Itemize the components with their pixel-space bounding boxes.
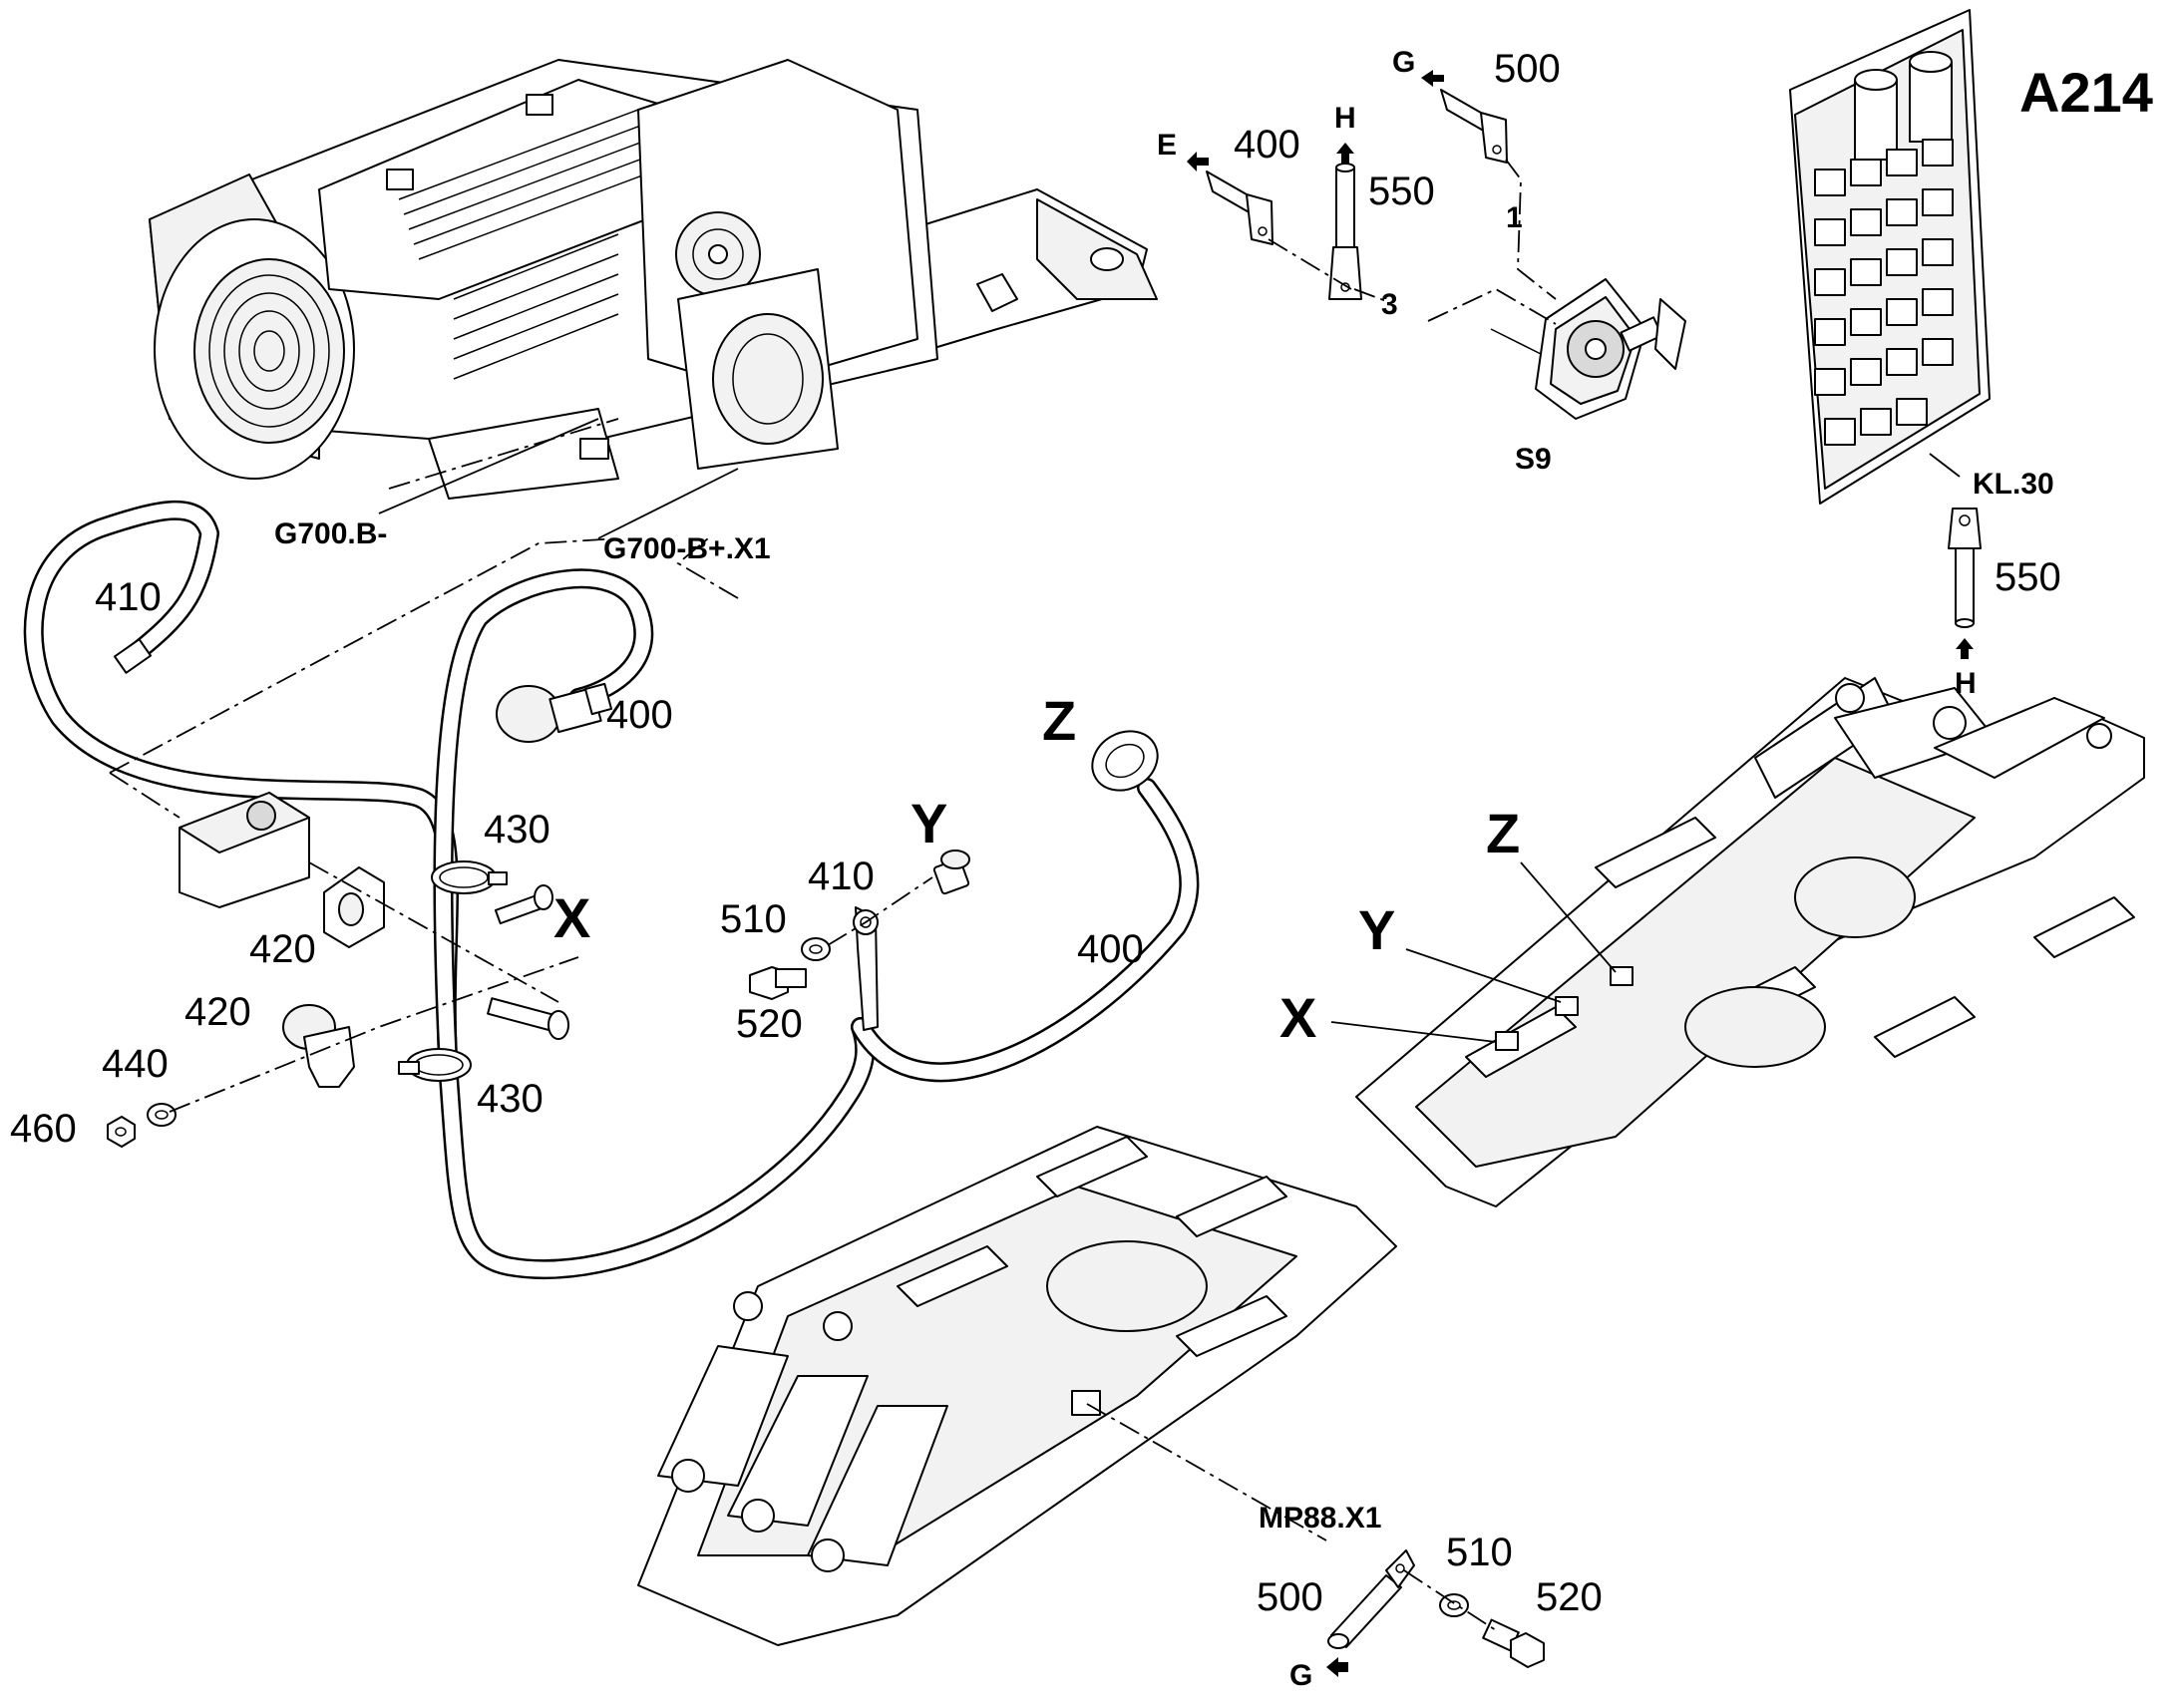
- part-520-mid: 520: [736, 1002, 803, 1046]
- clamp-hardware-illustration: [107, 418, 739, 1148]
- label-a214: A214: [2019, 61, 2153, 124]
- arrow-h-top: [1336, 143, 1354, 164]
- label-arrow-e: E: [1157, 129, 1177, 162]
- a214-control-board-illustration: [1789, 9, 1991, 505]
- generator-assembly-illustration: [149, 59, 1158, 500]
- label-x-frame: X: [1279, 986, 1316, 1049]
- part-520-bottom: 520: [1536, 1575, 1603, 1619]
- label-g700-b-plus-x1: G700-B+.X1: [603, 532, 771, 565]
- lug-550-right: [1948, 508, 1982, 628]
- arrow-h-right: [1956, 638, 1974, 659]
- part-430-lower: 430: [477, 1077, 544, 1121]
- label-arrow-g-top: G: [1392, 46, 1415, 79]
- label-y-frame: Y: [1358, 898, 1395, 961]
- label-arrow-h-right: H: [1955, 667, 1977, 700]
- arrow-g-top: [1421, 70, 1444, 87]
- part-410-left: 410: [95, 575, 162, 619]
- arrow-e: [1187, 152, 1209, 171]
- relay-block: [1814, 139, 1954, 446]
- part-550-top: 550: [1368, 170, 1435, 213]
- label-wire-3: 3: [1381, 288, 1398, 321]
- label-arrow-g-bottom: G: [1289, 1659, 1312, 1692]
- label-s9: S9: [1515, 443, 1552, 476]
- vent-slots: [398, 109, 659, 380]
- part-420-upper: 420: [249, 927, 316, 971]
- part-550-right: 550: [1995, 555, 2061, 599]
- label-arrow-h-top: H: [1334, 102, 1356, 135]
- label-wire-1: 1: [1506, 201, 1523, 234]
- chassis-frame-lower-illustration: [637, 1126, 1397, 1646]
- labels: A214 G700.B- G700-B+.X1 S9 KL.30 MP88.X1…: [10, 46, 2153, 1692]
- arrow-g-bottom: [1326, 1657, 1348, 1677]
- part-500-top: 500: [1494, 47, 1561, 91]
- chassis-frame-upper-illustration: [1330, 677, 2145, 1207]
- ring-terminal-z: [1091, 730, 1159, 792]
- fan-grille: [208, 274, 330, 428]
- part-400-top: 400: [1234, 123, 1300, 167]
- label-z-callout: Z: [1042, 689, 1076, 752]
- label-kl30: KL.30: [1973, 468, 2054, 501]
- y-hardware-illustration: [749, 850, 970, 1000]
- part-510-mid: 510: [720, 897, 787, 941]
- label-z-frame: Z: [1486, 802, 1520, 864]
- part-440: 440: [102, 1042, 169, 1086]
- g700-leaders: [378, 418, 739, 539]
- label-mp88-x1: MP88.X1: [1259, 1502, 1381, 1535]
- lug-410-y: [853, 906, 879, 1031]
- part-410-mid: 410: [808, 854, 875, 898]
- lug-400-top: [1206, 171, 1273, 245]
- mp88-hardware-illustration: [1327, 1549, 1545, 1668]
- part-400-mid: 400: [606, 693, 673, 737]
- top-cable-ends-illustration: [1206, 89, 1982, 628]
- part-460: 460: [10, 1107, 77, 1151]
- g700-b-plus-connector: [496, 682, 613, 743]
- lug-550-top: [1328, 163, 1362, 300]
- lug-500-top: [1440, 89, 1508, 164]
- part-500-bottom: 500: [1257, 1575, 1323, 1619]
- s9-switch-illustration: [1490, 278, 1686, 420]
- part-420-lower: 420: [184, 990, 251, 1034]
- label-y-callout: Y: [910, 792, 947, 854]
- label-g700-b-minus: G700.B-: [274, 517, 387, 550]
- label-x-callout: X: [553, 886, 590, 949]
- part-510-bottom: 510: [1446, 1531, 1513, 1574]
- part-400-long: 400: [1077, 927, 1144, 971]
- cable-400-illustration: [433, 568, 1200, 1280]
- part-430-upper: 430: [484, 808, 550, 852]
